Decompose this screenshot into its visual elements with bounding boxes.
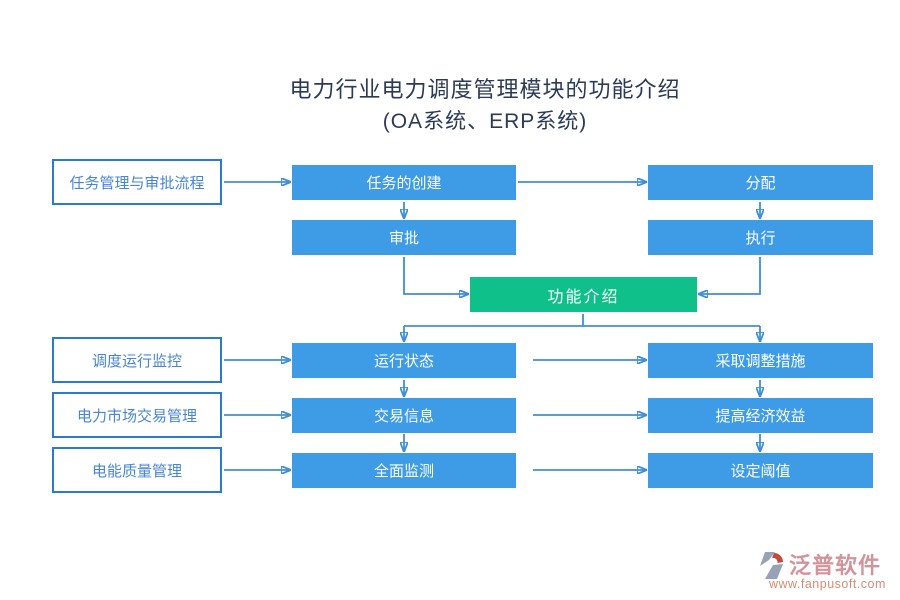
node-trade-info: 交易信息 [292, 398, 516, 433]
logo-company-name: 泛普软件 [789, 553, 882, 578]
node-run-status: 运行状态 [292, 343, 516, 378]
node-feature-intro: 功能介绍 [470, 277, 697, 312]
title-line-2: (OA系统、ERP系统) [382, 110, 588, 133]
arrow-execute-to-intro [699, 257, 761, 294]
node-task-create: 任务的创建 [292, 165, 516, 200]
node-economic-benefit: 提高经济效益 [648, 398, 873, 433]
page-title: 电力行业电力调度管理模块的功能介绍 (OA系统、ERP系统) [70, 74, 900, 138]
node-market-trade: 电力市场交易管理 [52, 392, 222, 438]
node-power-quality: 电能质量管理 [52, 447, 222, 493]
node-dispatch-monitor: 调度运行监控 [52, 337, 222, 383]
node-assign: 分配 [648, 165, 873, 200]
node-adjust-measures: 采取调整措施 [648, 343, 873, 378]
fanpu-logo-icon [760, 552, 783, 579]
node-full-monitor: 全面监测 [292, 453, 516, 488]
node-task-approval-process: 任务管理与审批流程 [52, 159, 222, 205]
arrow-approve-to-intro [403, 257, 468, 294]
logo-website-url: www.fanpusoft.com [769, 577, 886, 591]
title-line-1: 电力行业电力调度管理模块的功能介绍 [289, 77, 681, 102]
node-approve: 审批 [292, 220, 516, 255]
node-execute: 执行 [648, 220, 873, 255]
node-set-threshold: 设定阈值 [648, 453, 873, 488]
